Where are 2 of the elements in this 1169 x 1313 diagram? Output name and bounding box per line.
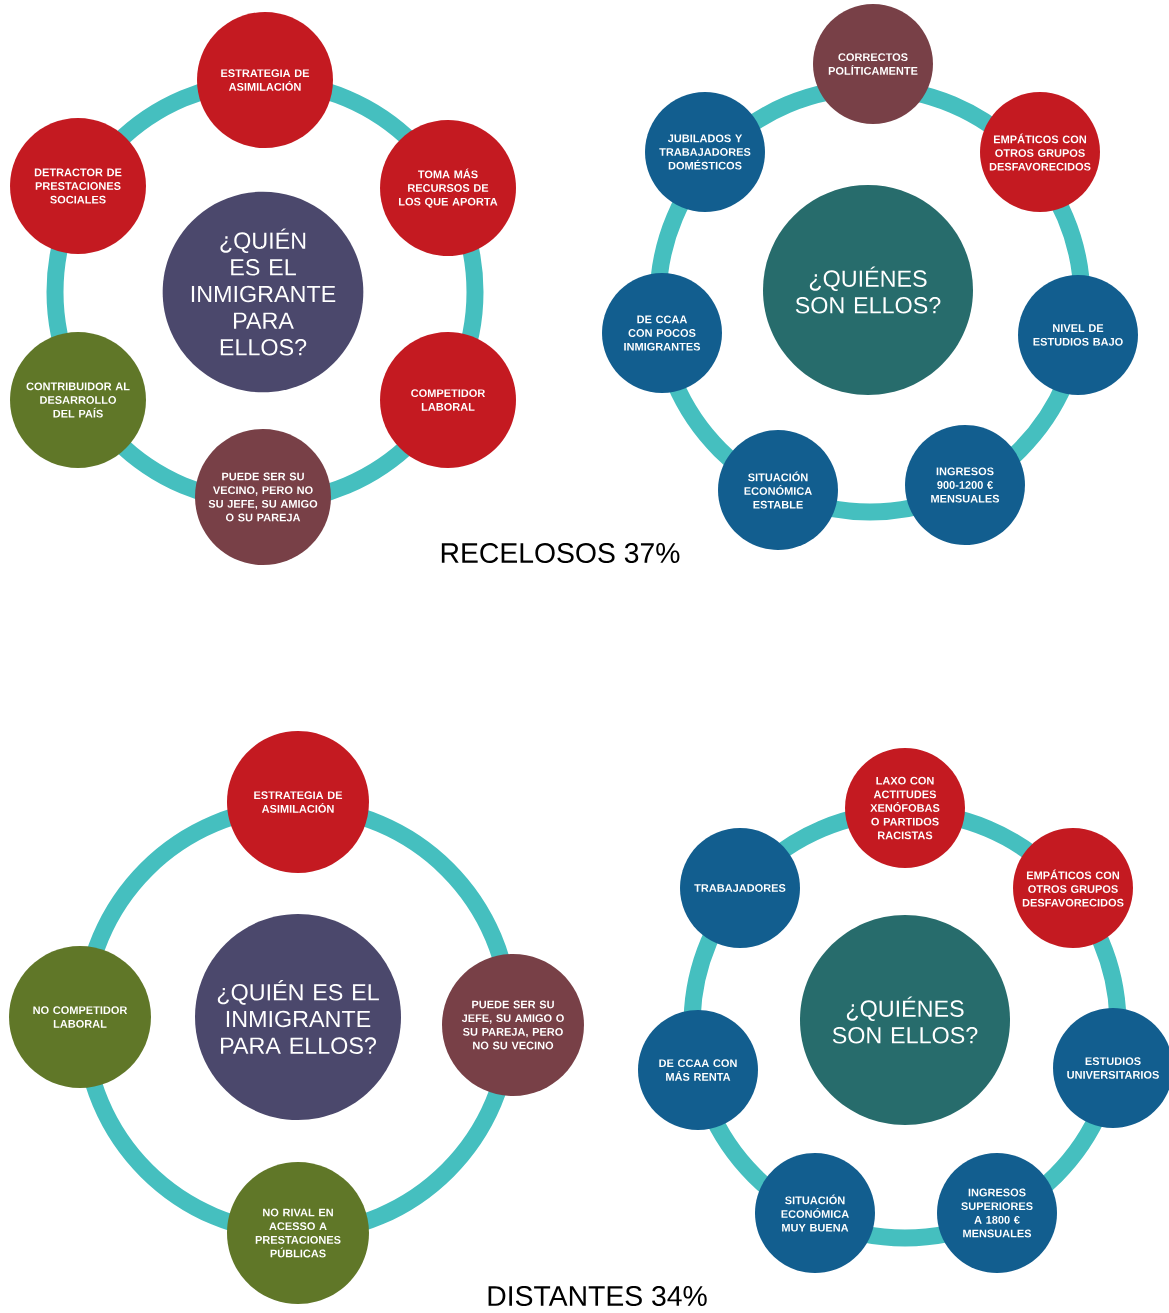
group-title: RECELOSOS 37% <box>441 543 680 564</box>
group-title: DISTANTES 34% <box>488 1286 707 1307</box>
